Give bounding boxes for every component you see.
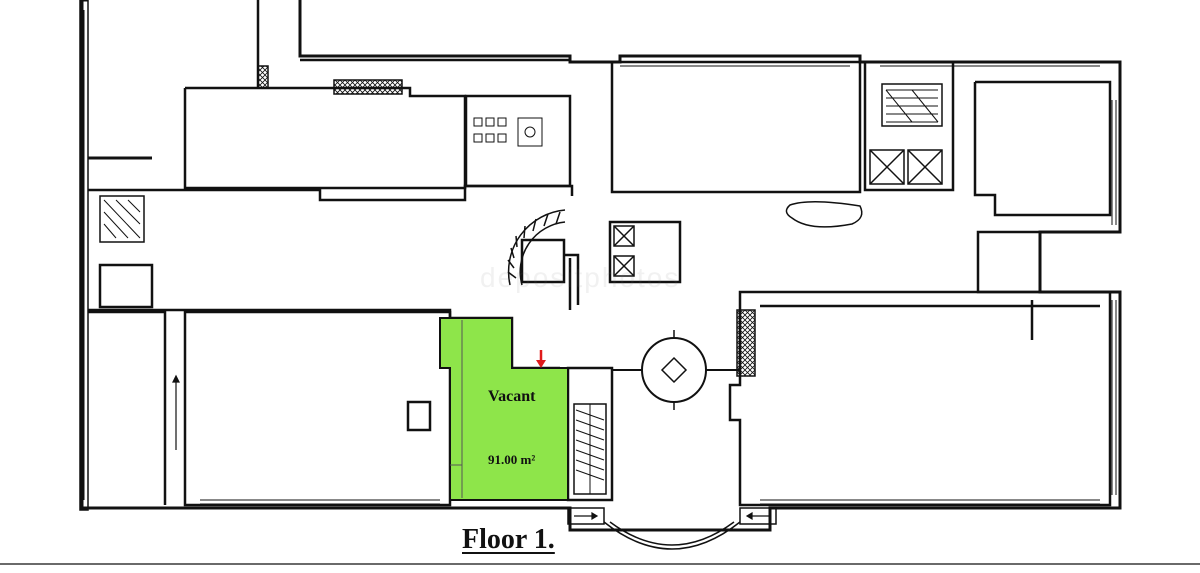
- outer-walls: [80, 0, 1122, 532]
- floor-title: Floor 1.: [462, 524, 555, 555]
- left-column: [79, 0, 152, 511]
- down-arrow-marker-icon: [536, 350, 546, 368]
- hatched-walls: [257, 65, 756, 377]
- unit-status-label: Vacant: [488, 388, 536, 405]
- staircase-icon: [99, 83, 943, 495]
- spiral-stair-icon: [507, 209, 566, 286]
- window-marks: [83, 10, 1117, 505]
- vacant-unit[interactable]: [439, 317, 569, 501]
- restroom-fixtures: [473, 117, 543, 147]
- elevator-icon: [613, 149, 943, 277]
- entrance-arrow-icon: [172, 374, 770, 521]
- rotunda-icon: [612, 330, 740, 410]
- interior-walls: [88, 0, 1112, 507]
- unit-area-label: 91.00 m²: [488, 452, 536, 467]
- entrance-portico: [567, 507, 777, 550]
- oval-feature: [785, 200, 863, 228]
